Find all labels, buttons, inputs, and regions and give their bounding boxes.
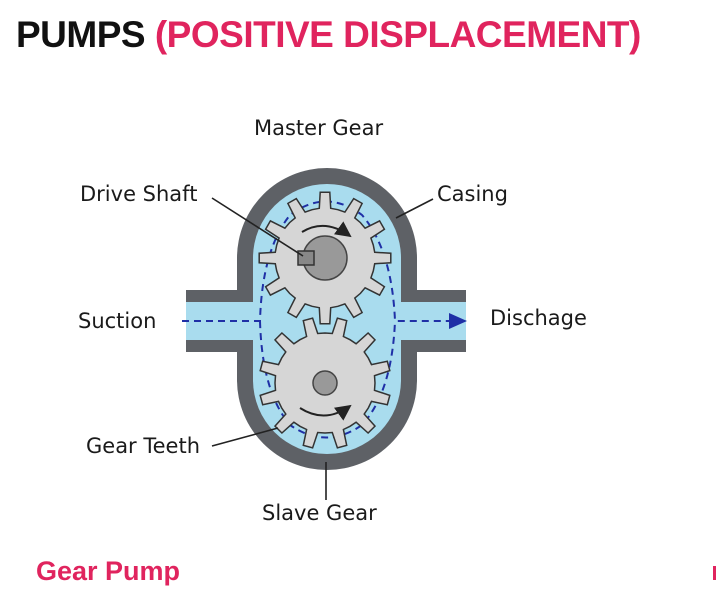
- label-discharge: Dischage: [490, 306, 587, 330]
- slave-rotation-arrow: [299, 404, 352, 421]
- label-master-gear: Master Gear: [254, 116, 384, 140]
- label-gear-teeth: Gear Teeth: [86, 434, 201, 458]
- edge-marker: [713, 566, 716, 580]
- label-suction: Suction: [78, 309, 157, 333]
- leader-drive-shaft: [211, 197, 304, 257]
- title-part-positive-displacement: (POSITIVE DISPLACEMENT): [154, 14, 641, 55]
- caption-gear-pump: Gear Pump: [36, 556, 181, 586]
- leader-gear-teeth: [211, 427, 279, 447]
- drive-shaft-key: [297, 250, 315, 266]
- page-title: PUMPS (POSITIVE DISPLACEMENT): [16, 14, 641, 56]
- leader-casing: [395, 198, 434, 219]
- master-rotation-arrow: [301, 221, 352, 238]
- label-drive-shaft: Drive Shaft: [80, 182, 198, 206]
- slave-gear-hub: [312, 370, 338, 396]
- flow-path-lower: [259, 320, 396, 439]
- label-slave-gear: Slave Gear: [262, 501, 377, 525]
- title-part-pumps: PUMPS: [16, 14, 146, 55]
- label-casing: Casing: [437, 182, 508, 206]
